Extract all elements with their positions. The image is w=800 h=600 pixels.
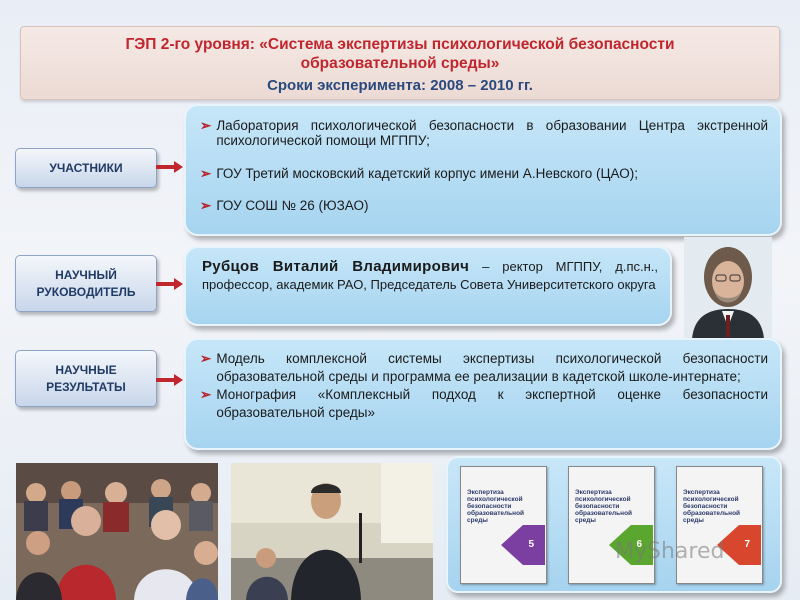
participants-label: УЧАСТНИКИ (15, 148, 157, 188)
arrow-bullet-icon: ➢ (200, 166, 212, 181)
participant-item: ➢ ГОУ Третий московский кадетский корпус… (200, 166, 638, 181)
speaker-photo (231, 463, 433, 600)
participant-item: ➢ Лаборатория психологической безопаснос… (200, 118, 768, 148)
experiment-period: Сроки эксперимента: 2008 – 2010 гг. (267, 77, 533, 94)
results-label: НАУЧНЫЕ РЕЗУЛЬТАТЫ (15, 350, 157, 407)
watermark: MyShared (615, 539, 725, 564)
arrow-bullet-icon: ➢ (200, 118, 212, 133)
book-cover: Экспертиза психологической безопасности … (460, 466, 547, 584)
results-arrow-icon (156, 374, 183, 386)
supervisor-description: – ректор МГППУ, д.пс.н., профессор, акад… (202, 259, 658, 292)
arrow-bullet-icon: ➢ (200, 198, 212, 213)
book-cover: Экспертиза психологической безопасности … (676, 466, 763, 584)
supervisor-arrow-icon (156, 278, 183, 290)
book-stripe-icon (717, 525, 761, 565)
supervisor-label: НАУЧНЫЙ РУКОВОДИТЕЛЬ (15, 255, 157, 312)
participants-box: ➢ Лаборатория психологической безопаснос… (184, 104, 782, 236)
participant-item: ➢ ГОУ СОШ № 26 (ЮЗАО) (200, 198, 369, 213)
arrow-bullet-icon: ➢ (200, 387, 212, 402)
header-banner: ГЭП 2-го уровня: «Система экспертизы пси… (20, 26, 780, 100)
supervisor-portrait (684, 237, 772, 339)
book-cover: Экспертиза психологической безопасности … (568, 466, 655, 584)
results-box: ➢ Модель комплексной системы экспертизы … (184, 338, 782, 450)
participants-arrow-icon (156, 161, 183, 173)
supervisor-box: Рубцов Виталий Владимирович – ректор МГП… (184, 246, 672, 326)
supervisor-name: Рубцов Виталий Владимирович (202, 258, 470, 275)
audience-photo (16, 463, 218, 600)
arrow-bullet-icon: ➢ (200, 351, 212, 366)
page-title: ГЭП 2-го уровня: «Система экспертизы пси… (125, 36, 675, 72)
books-panel: Экспертиза психологической безопасности … (446, 456, 782, 593)
result-item: ➢ Монография «Комплексный подход к экспе… (200, 387, 768, 420)
result-item: ➢ Модель комплексной системы экспертизы … (200, 351, 768, 384)
book-stripe-icon (609, 525, 653, 565)
book-stripe-icon (501, 525, 545, 565)
